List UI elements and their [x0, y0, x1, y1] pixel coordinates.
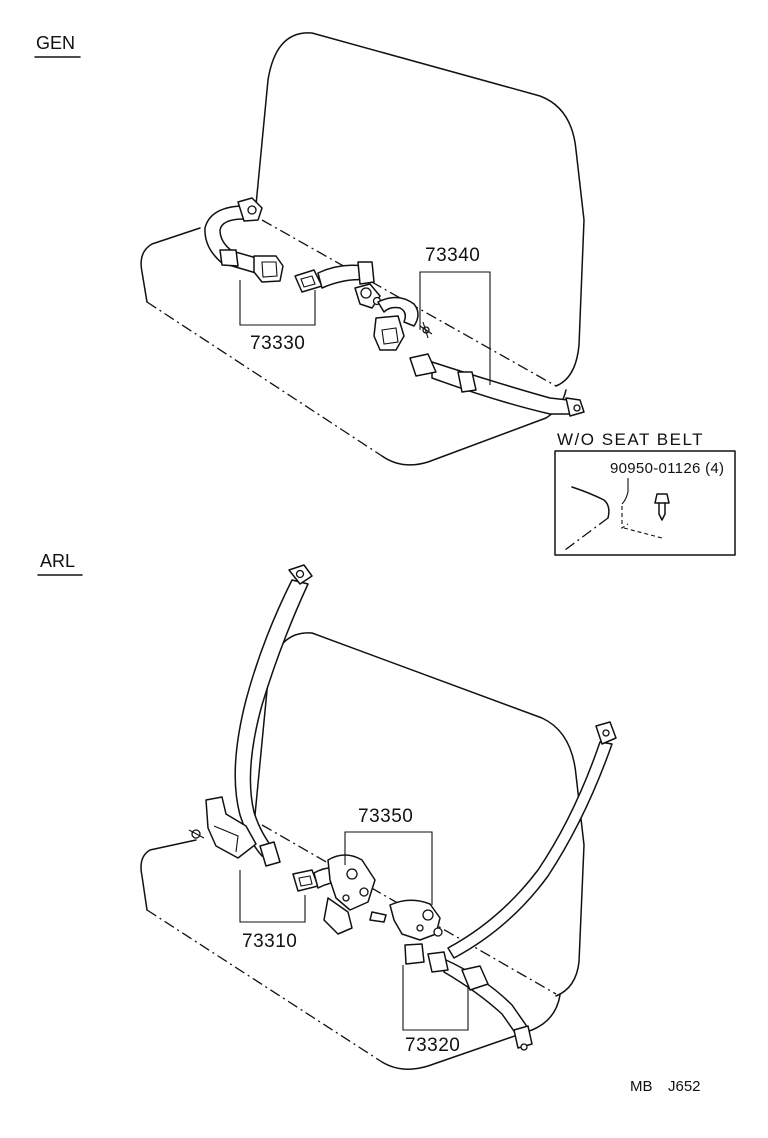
inset-part-number: 90950-01126 (4)	[610, 460, 724, 477]
arl-callout-right: 73320	[405, 1035, 460, 1056]
arl-right-lower-end-plate	[513, 1025, 533, 1049]
gen-callout-left: 73330	[250, 333, 305, 354]
arl-section-label: ARL	[40, 551, 75, 571]
gen-right-belt-sleeve	[457, 371, 477, 393]
arl-right-lower-sleeve	[461, 965, 489, 991]
arl-right-upper-anchor-bolt	[602, 729, 610, 737]
gen-section-label: GEN	[36, 33, 75, 53]
arl-right-shoulder-strap	[447, 741, 613, 959]
arl-seat-cushion-outline	[140, 839, 197, 911]
arl-center-bolt-c	[342, 894, 350, 902]
arl-center-clip-left	[327, 854, 376, 911]
inset-clip-stem	[658, 502, 666, 521]
gen-callout-upper: 73340	[425, 245, 480, 266]
arl-right-lower-end-bolt	[520, 1043, 528, 1051]
arl-left-upper-anchor-bolt	[295, 569, 305, 579]
arl-seat-cushion-corner	[381, 994, 561, 1070]
arl-seat-cushion-front-line	[146, 909, 383, 1063]
arl-callout-bracket-center	[344, 831, 433, 905]
gen-center-anchor-plate	[357, 261, 375, 285]
footer-code: J652	[668, 1078, 701, 1095]
gen-center-buckle-strap	[377, 296, 419, 327]
gen-seat-cushion-front-line	[146, 301, 383, 457]
arl-right-lower-strap	[443, 959, 529, 1035]
arl-center-bolt-b	[359, 887, 369, 897]
gen-left-belt-sleeve	[219, 249, 239, 267]
arl-callout-center: 73350	[358, 806, 413, 827]
arl-left-shoulder-strap	[234, 579, 309, 857]
gen-center-small-bolt-stem	[419, 321, 433, 339]
gen-right-end-bolt	[573, 404, 581, 412]
arl-center-bolt-d	[422, 909, 434, 921]
arl-section: ARL	[37, 551, 617, 1070]
arl-callout-left: 73310	[242, 931, 297, 952]
gen-center-bolt-a	[360, 287, 372, 299]
arl-center-stud	[369, 911, 387, 923]
gen-center-buckle	[373, 315, 405, 351]
arl-left-floor-bolt-stem	[188, 829, 205, 839]
inset-leader-line	[621, 478, 629, 505]
arl-left-retractor-detail	[213, 825, 239, 853]
gen-left-buckle-slot	[261, 261, 278, 278]
gen-callout-bracket-left	[239, 280, 316, 326]
arl-seat-back-outline	[254, 632, 585, 997]
arl-callout-bracket-right	[402, 965, 469, 1031]
gen-center-tongue-slot	[300, 275, 316, 288]
inset-clip-icon	[654, 493, 670, 504]
arl-callout-bracket-left	[239, 870, 306, 923]
arl-left-strap-end	[259, 841, 281, 867]
gen-seat-back-outline	[255, 32, 585, 387]
gen-center-buckle-slot	[381, 327, 399, 345]
arl-left-retractor-bracket	[205, 796, 257, 859]
footer: MB J652	[630, 1078, 701, 1095]
arl-right-lower-tongue	[427, 951, 449, 973]
inset-frame	[554, 450, 736, 556]
gen-left-anchor-bolt	[247, 205, 257, 215]
arl-center-bolt-a	[346, 868, 358, 880]
inset-hidden-hole	[621, 506, 663, 539]
gen-section: GEN 73330	[34, 32, 585, 466]
gen-seat-cushion-outline	[140, 227, 201, 303]
inset-seat-hidden-edge	[564, 517, 609, 551]
arl-center-buckle-left	[323, 897, 353, 935]
gen-callout-bracket-upper	[419, 271, 491, 385]
arl-center-bolt-e	[433, 927, 443, 937]
footer-prefix: MB	[630, 1078, 653, 1095]
gen-right-belt-strap	[431, 361, 571, 415]
without-seat-belt-inset: W/O SEAT BELT 90950-01126 (4)	[554, 430, 736, 556]
gen-left-belt-buckle	[253, 255, 284, 283]
inset-seat-edge	[571, 486, 610, 519]
gen-right-belt-tongue	[409, 353, 437, 377]
arl-center-bolt-f	[416, 924, 424, 932]
inset-title: W/O SEAT BELT	[557, 430, 704, 449]
arl-center-buckle-right	[404, 943, 425, 965]
arl-center-tongue-slot	[298, 875, 313, 887]
arl-center-clip-right	[389, 899, 441, 941]
